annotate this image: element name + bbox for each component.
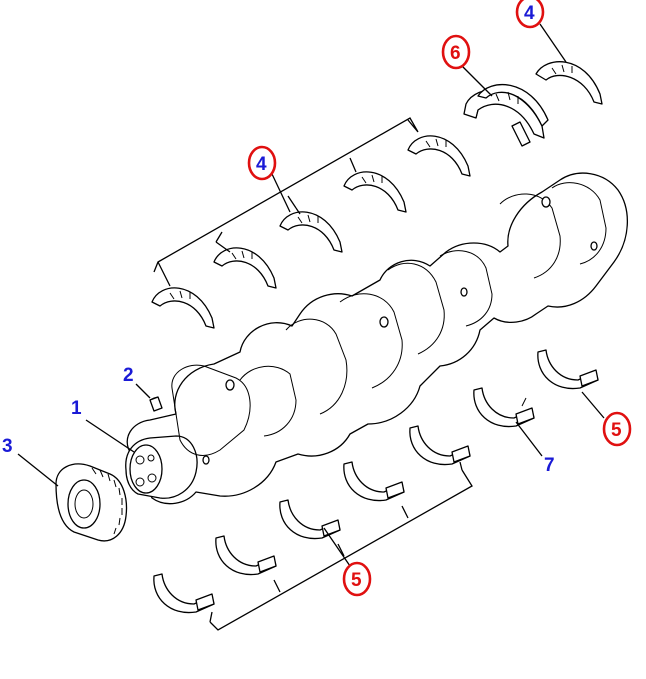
callout-5-right: 5: [611, 420, 622, 441]
upper-shell-1[interactable]: [151, 287, 215, 329]
upper-shell-3[interactable]: [279, 211, 343, 253]
callout-6: 6: [450, 43, 461, 64]
callout-3: 3: [2, 436, 13, 457]
callout-4: 4: [256, 154, 267, 175]
key[interactable]: [149, 396, 163, 412]
callout-5-right-ring: [602, 411, 632, 447]
key-leader: [135, 383, 151, 399]
lower-bearing-shells: [153, 425, 473, 631]
gear[interactable]: [55, 463, 128, 542]
callout-4-top-ring: [515, 0, 545, 29]
flange-shell[interactable]: [463, 84, 549, 147]
callout-4-ring: [247, 145, 277, 181]
upper-bearing-shells: [151, 117, 471, 329]
callout-7: 7: [544, 455, 555, 476]
upper-shell-4[interactable]: [343, 171, 407, 213]
single-lower-shell[interactable]: [537, 349, 599, 390]
lower-shell-bracket: [209, 469, 473, 631]
callout-6-ring: [441, 34, 471, 70]
callout-5: 5: [351, 570, 362, 591]
crankshaft[interactable]: [125, 172, 628, 505]
thrust-shell-leader: [515, 421, 543, 457]
crankshaft-leader: [85, 419, 135, 453]
upper-shell-5[interactable]: [407, 135, 471, 177]
thrust-shell[interactable]: [473, 387, 535, 428]
gear-leader: [17, 453, 59, 487]
callout-1: 1: [71, 398, 82, 419]
flange-shell-leader: [461, 65, 493, 97]
callout-4-top: 4: [524, 3, 535, 24]
single-lower-shell-leader: [581, 391, 605, 419]
upper-shell-bracket: [153, 117, 419, 273]
single-upper-shell-leader: [539, 23, 567, 63]
callout-2: 2: [123, 365, 134, 386]
single-upper-shell[interactable]: [535, 61, 603, 105]
callout-5-ring: [342, 561, 372, 597]
upper-shell-2[interactable]: [213, 247, 277, 289]
